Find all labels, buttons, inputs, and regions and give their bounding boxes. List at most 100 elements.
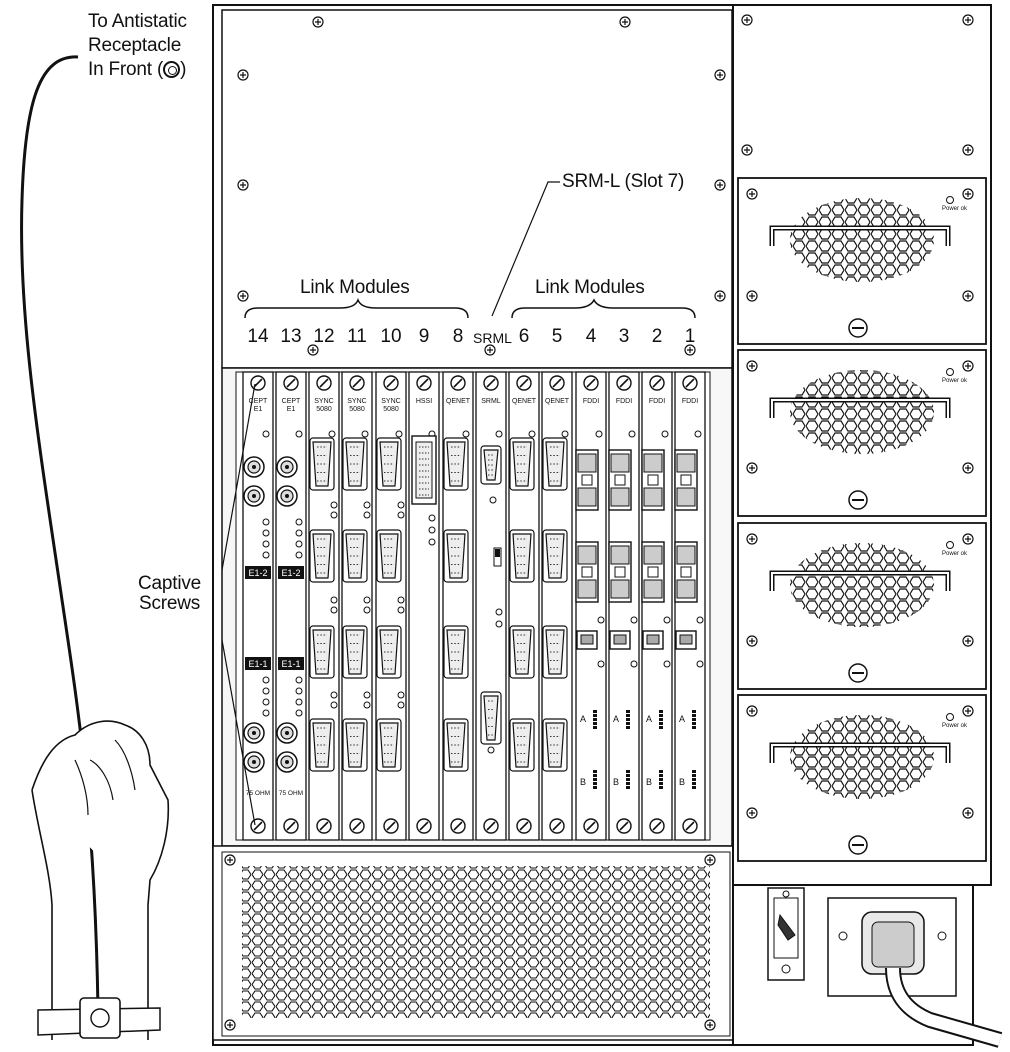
dsub-connector [443, 437, 469, 491]
console-port [480, 445, 502, 485]
module-label-6: HSSI [415, 398, 433, 405]
captive-screw-icon[interactable] [616, 375, 632, 391]
module-card-3: AB [608, 371, 640, 841]
fddi-a-label: A [580, 714, 586, 724]
module-card-12 [308, 371, 340, 841]
dsub-connector [443, 529, 469, 583]
dsub-connector [309, 625, 335, 679]
antistatic-line-4-text: ) [180, 59, 187, 80]
fddi-connector [674, 449, 698, 511]
captive-screw-icon[interactable] [316, 818, 332, 834]
antistatic-receptacle-icon [163, 61, 181, 78]
captive-screw-icon[interactable] [483, 818, 499, 834]
bnc-connector [243, 751, 265, 773]
module-label-10: QENET [544, 398, 570, 405]
slot-number-4: 4 [585, 326, 597, 347]
captive-screw-icon[interactable] [383, 375, 399, 391]
captive-screw-icon[interactable] [450, 375, 466, 391]
captive-screw-icon[interactable] [349, 818, 365, 834]
psu-latch[interactable] [848, 663, 868, 683]
captive-screws-callout: Captive Screws [138, 574, 201, 614]
fddi-connector [608, 541, 632, 603]
captive-screw-icon[interactable] [483, 375, 499, 391]
power-switch-icon[interactable] [767, 887, 805, 981]
module-card-4: AB [575, 371, 607, 841]
reset-switch[interactable] [493, 547, 502, 567]
slot-number-8: 8 [452, 326, 464, 347]
captive-screw-icon[interactable] [516, 375, 532, 391]
captive-screw-icon[interactable] [649, 818, 665, 834]
module-label-11: FDDI [582, 398, 600, 405]
captive-screw-icon[interactable] [250, 375, 266, 391]
fddi-connector [641, 541, 665, 603]
captive-screw-icon[interactable] [349, 375, 365, 391]
bnc-connector [276, 722, 298, 744]
captive-screw-icon[interactable] [316, 375, 332, 391]
link-modules-right-label: Link Modules [535, 277, 645, 298]
captive-screw-icon[interactable] [250, 818, 266, 834]
captive-screw-icon[interactable] [416, 818, 432, 834]
dsub-connector [443, 625, 469, 679]
captive-screw-icon[interactable] [549, 375, 565, 391]
dsub-connector [309, 718, 335, 772]
module-label-9: QENET [511, 398, 537, 405]
slot-number-1: 1 [684, 326, 696, 347]
antistatic-line-2: Receptacle [88, 35, 182, 56]
dsub-connector [309, 437, 335, 491]
dsub-connector [509, 529, 535, 583]
captive-screw-icon[interactable] [649, 375, 665, 391]
dsub-connector [342, 437, 368, 491]
module-label-2: CEPT E1 [281, 398, 301, 413]
module-card-6 [508, 371, 540, 841]
fddi-a-label: A [646, 714, 652, 724]
captive-screw-icon[interactable] [682, 818, 698, 834]
captive-screw-icon[interactable] [416, 375, 432, 391]
slot-number-10: 10 [380, 326, 402, 347]
module-label-1: CEPT E1 [248, 398, 268, 413]
dsub-connector [509, 437, 535, 491]
module-card-9 [408, 371, 440, 841]
psu-latch[interactable] [848, 835, 868, 855]
slot-number-13: 13 [280, 326, 302, 347]
slot-number-11: 11 [347, 326, 367, 347]
module-card-2: AB [641, 371, 673, 841]
captive-screw-icon[interactable] [283, 375, 299, 391]
antistatic-line-1: To Antistatic [88, 11, 187, 32]
captive-screw-icon[interactable] [583, 818, 599, 834]
captive-screw-icon[interactable] [583, 375, 599, 391]
captive-screw-icon[interactable] [516, 818, 532, 834]
slot-number-2: 2 [651, 326, 663, 347]
psu-latch[interactable] [848, 318, 868, 338]
fddi-connector [674, 541, 698, 603]
dsub-connector [376, 529, 402, 583]
rj-port [642, 630, 664, 650]
dsub-connector [542, 529, 568, 583]
fddi-connector [575, 541, 599, 603]
fddi-connector [641, 449, 665, 511]
slot-number-12: 12 [313, 326, 335, 347]
fddi-b-label: B [613, 777, 619, 787]
captive-screw-icon[interactable] [616, 818, 632, 834]
module-card-10 [375, 371, 407, 841]
fddi-a-label: A [613, 714, 619, 724]
fddi-a-label: A [679, 714, 685, 724]
dsub-connector [342, 529, 368, 583]
captive-screw-icon[interactable] [682, 375, 698, 391]
captive-screw-icon[interactable] [549, 818, 565, 834]
srm-callout: SRM-L (Slot 7) [562, 171, 685, 192]
bnc-connector [243, 456, 265, 478]
dsub-connector [509, 625, 535, 679]
captive-screw-icon[interactable] [383, 818, 399, 834]
fddi-b-label: B [580, 777, 586, 787]
psu-latch[interactable] [848, 490, 868, 510]
captive-screw-icon[interactable] [283, 818, 299, 834]
module-card-srml [475, 371, 507, 841]
captive-screws-leader [221, 383, 256, 826]
power-supply-4: Power ok [737, 694, 987, 862]
power-plug-icon [827, 897, 1003, 1048]
fddi-connector [575, 449, 599, 511]
captive-screw-icon[interactable] [450, 818, 466, 834]
dsub-connector [509, 718, 535, 772]
